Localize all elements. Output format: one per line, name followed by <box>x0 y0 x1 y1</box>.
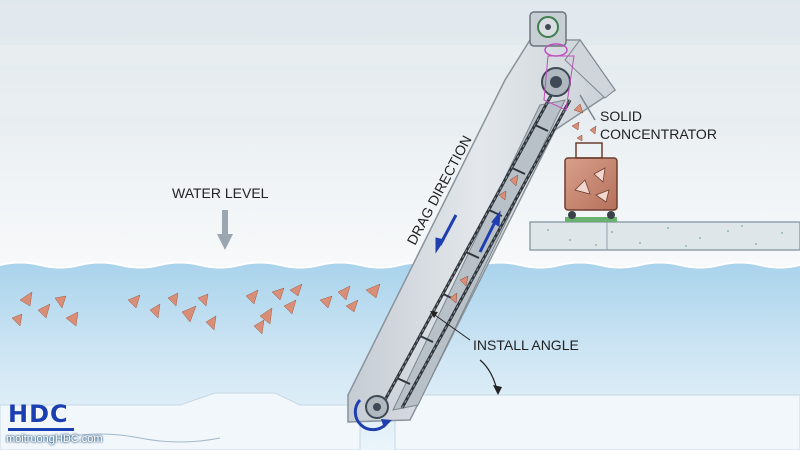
floating-debris <box>11 283 381 335</box>
water-level-arrow <box>217 210 233 250</box>
tail-sprocket <box>353 395 392 432</box>
install-angle-label: INSTALL ANGLE <box>473 337 579 353</box>
solid-concentrator-label-line2: CONCENTRATOR <box>600 126 717 142</box>
logo-site-url: moitruongHDC.com <box>6 433 103 445</box>
hdc-logo: HDC moitruongHDC.com <box>4 398 134 448</box>
install-angle-indicator <box>430 311 502 395</box>
bar-screen-machine <box>347 39 617 423</box>
platform-texture <box>547 225 783 247</box>
falling-debris <box>449 103 597 304</box>
bin-base-plate <box>565 217 617 222</box>
concrete-platform <box>529 221 800 251</box>
solid-concentrator-label-line1: SOLID <box>600 108 642 124</box>
solid-concentrator-bin <box>564 142 618 219</box>
logo-underline <box>8 428 74 431</box>
water-surface-line <box>0 261 800 269</box>
channel-bed-left <box>0 392 361 450</box>
channel-bed-right <box>394 394 800 450</box>
head-sprocket <box>541 55 575 111</box>
drag-direction-arrows <box>435 210 501 254</box>
logo-mark: HDC <box>8 400 69 428</box>
drive-motor <box>529 11 568 57</box>
water-level-label: WATER LEVEL <box>172 185 269 201</box>
